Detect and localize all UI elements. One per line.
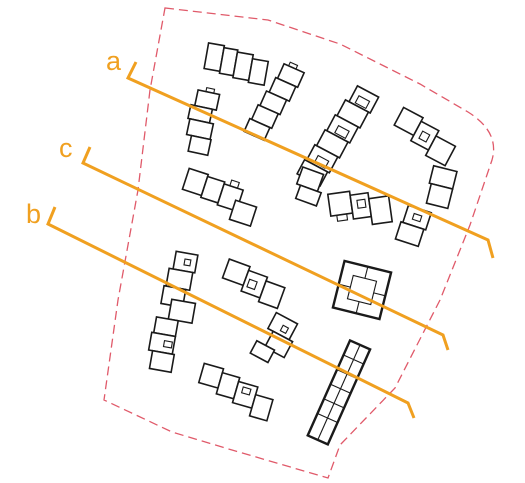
section-line-a: a	[106, 46, 495, 259]
building-cluster-lower-center	[221, 258, 299, 364]
section-label-b: b	[26, 199, 41, 229]
site-boundary	[103, 7, 495, 479]
building-cluster-top-left	[185, 41, 270, 157]
section-line-b: b	[26, 199, 416, 419]
section-label-a: a	[106, 46, 122, 76]
building-cluster-right	[393, 106, 458, 248]
building-cluster-middle-left	[181, 167, 258, 228]
section-line-b-path	[46, 206, 416, 419]
building-cluster-bottom	[197, 362, 274, 422]
section-line-c: c	[59, 133, 450, 351]
building-cluster-center-complex	[294, 84, 394, 226]
section-line-a-path	[125, 61, 495, 259]
section-line-c-path	[81, 146, 450, 351]
building-cluster-lower-left	[147, 250, 199, 374]
building-cluster-top-center	[243, 61, 306, 142]
building-square-courtyard	[331, 259, 393, 321]
section-label-c: c	[59, 133, 73, 163]
building-slab-bottom-right	[306, 338, 372, 446]
